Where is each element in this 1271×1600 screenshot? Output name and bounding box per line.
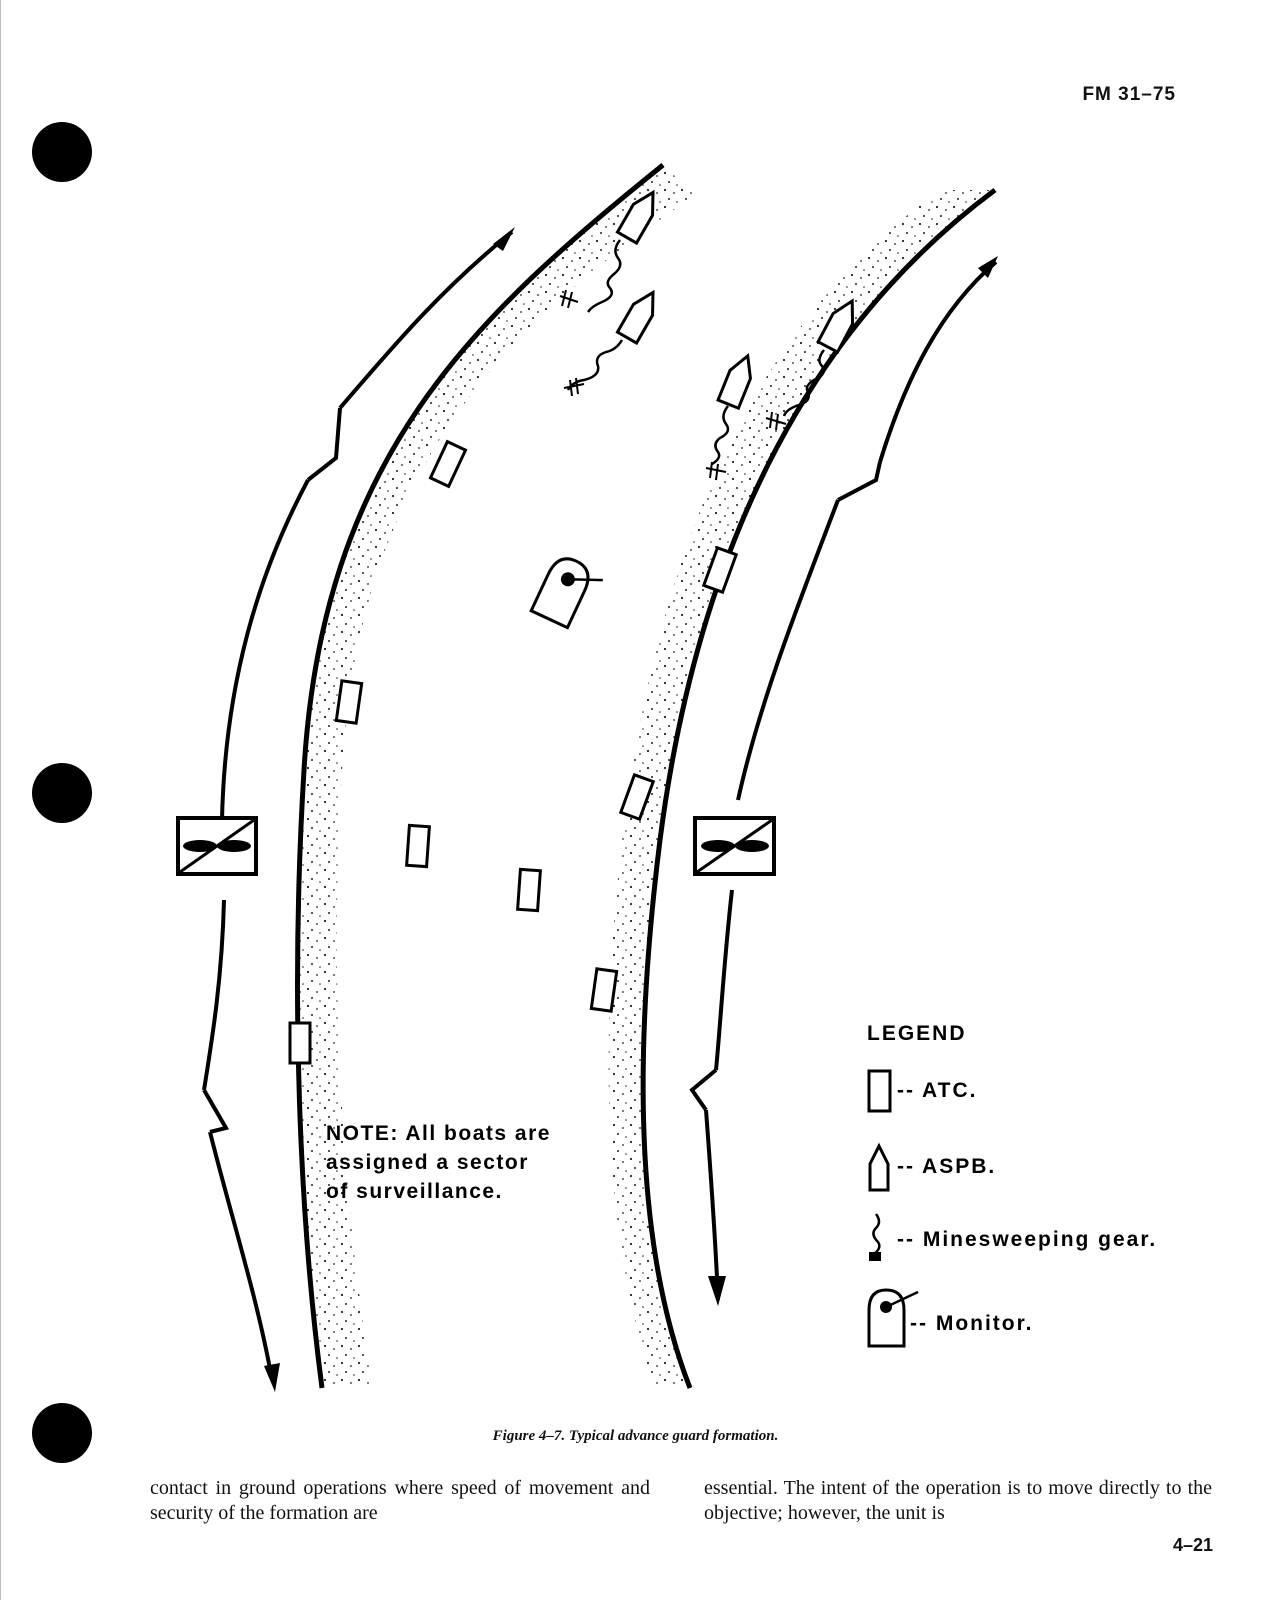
atc-icon <box>288 1021 312 1065</box>
body-text-left-column: contact in ground operations where speed… <box>150 1477 650 1524</box>
page-edge <box>0 0 1 1600</box>
minesweeping-gear-icon <box>782 349 825 417</box>
minesweeping-gear-icon <box>872 1213 881 1255</box>
sweep-tail-icon <box>559 289 579 309</box>
left-flank-marker-icon <box>176 816 258 876</box>
arrowhead <box>264 1363 280 1392</box>
right-flank-route <box>689 260 998 1301</box>
minesweeping-gear-icon <box>566 339 624 391</box>
figure-note-line: of surveillance. <box>326 1180 503 1203</box>
monitor-icon <box>867 1288 919 1348</box>
legend-label-atc: -- ATC. <box>897 1079 977 1102</box>
atc-icon <box>428 439 468 489</box>
left-flank-route <box>202 230 514 1381</box>
arrowhead <box>978 256 998 278</box>
left-riverbank <box>295 163 665 1389</box>
sweep-tail-icon <box>705 461 727 481</box>
atc-icon <box>334 679 364 725</box>
punch-hole <box>32 1403 92 1463</box>
minesweeping-gear-icon <box>586 239 622 313</box>
minesweeping-gear-icon <box>711 405 730 466</box>
figure-note-line: assigned a sector <box>326 1151 529 1174</box>
atc-icon <box>589 967 619 1013</box>
page-number: 4–21 <box>1172 1535 1213 1555</box>
legend-title: LEGEND <box>867 1022 967 1045</box>
atc-icon <box>867 1069 892 1113</box>
left-shore-band <box>297 165 695 1388</box>
punch-hole <box>32 122 92 182</box>
legend-label-aspb: -- ASPB. <box>897 1155 996 1178</box>
aspb-icon <box>615 189 655 246</box>
formation-diagram: NOTE: All boats are assigned a sector of… <box>176 163 1157 1392</box>
arrowhead <box>493 227 515 251</box>
figure-caption: Figure 4–7. Typical advance guard format… <box>492 1428 779 1444</box>
legend-label-minesweeping-gear: -- Minesweeping gear. <box>897 1228 1157 1251</box>
monitor-icon <box>529 557 603 630</box>
document-id-header: FM 31–75 <box>1082 84 1176 105</box>
right-riverbank <box>640 187 997 1389</box>
aspb-icon <box>615 289 655 346</box>
atc-icon <box>405 823 431 869</box>
atc-icon <box>516 867 542 913</box>
aspb-icon <box>868 1142 890 1192</box>
legend-label-monitor: -- Monitor. <box>910 1312 1033 1335</box>
arrowhead <box>708 1276 726 1306</box>
sweep-tail-icon <box>563 377 585 397</box>
right-shore-band <box>608 190 995 1388</box>
aspb-icon <box>816 298 855 355</box>
atc-icon <box>701 545 739 595</box>
sweep-tail-icon <box>765 411 787 431</box>
legend: LEGEND -- ATC. -- ASPB. -- Minesweeping … <box>867 1022 1157 1348</box>
punch-hole <box>32 763 92 823</box>
figure-note-line: NOTE: All boats are <box>326 1122 551 1145</box>
right-flank-marker-icon <box>693 816 776 876</box>
aspb-icon <box>716 353 752 411</box>
body-text-right-column: essential. The intent of the operation i… <box>704 1477 1212 1524</box>
sweep-weight-icon <box>869 1252 881 1261</box>
atc-icon <box>618 772 656 822</box>
